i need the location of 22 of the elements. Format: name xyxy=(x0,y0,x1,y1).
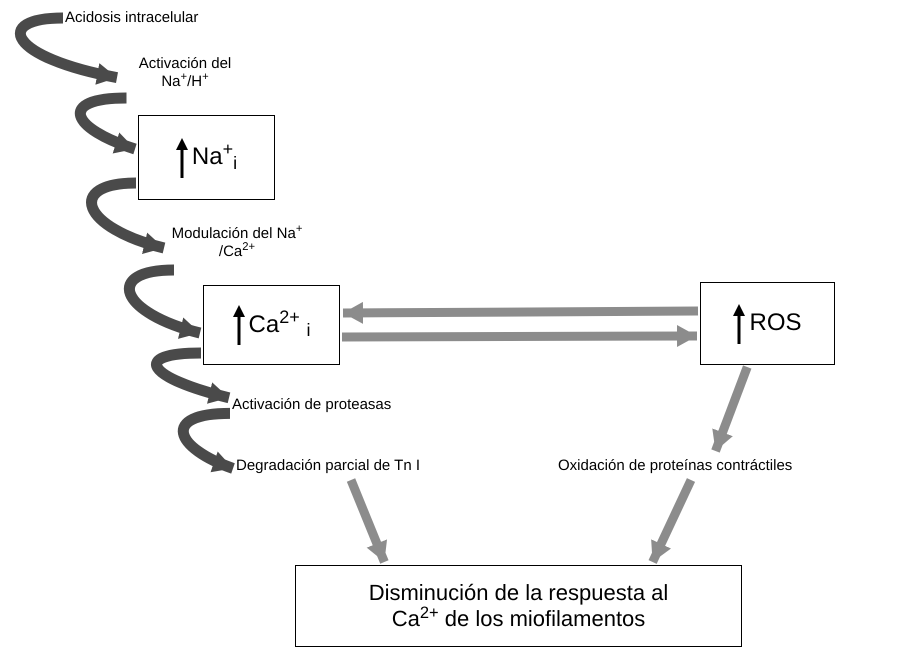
process-box xyxy=(203,285,340,365)
arrow xyxy=(648,478,696,564)
step-text: Activación de proteasas xyxy=(232,396,392,414)
process-box xyxy=(700,282,835,365)
process-box xyxy=(295,565,742,647)
process-box xyxy=(138,115,275,200)
arrow xyxy=(151,348,230,404)
box-text: Disminución de la respuesta al Ca$^{2+}$ de los miofilamentos xyxy=(368,580,670,632)
arrow xyxy=(15,12,118,84)
arrow xyxy=(86,178,166,254)
arrow xyxy=(342,302,698,324)
step-text: Oxidación de proteínas contráctiles xyxy=(558,457,794,475)
step-text: Modulación del Na$^{+}$ /Ca$^{2+}$ xyxy=(170,225,304,261)
box-text: ROS xyxy=(749,309,802,338)
arrow xyxy=(178,408,235,474)
step-text: Degradación parcial de Tn I xyxy=(236,457,421,475)
arrow xyxy=(346,478,389,564)
step-text: Acidosis intracelular xyxy=(65,9,200,27)
arrow xyxy=(711,365,752,453)
arrow xyxy=(124,264,202,338)
step-text: Activación del Na$^{+}$/H$^{+}$ xyxy=(138,55,232,91)
arrow xyxy=(342,325,698,347)
